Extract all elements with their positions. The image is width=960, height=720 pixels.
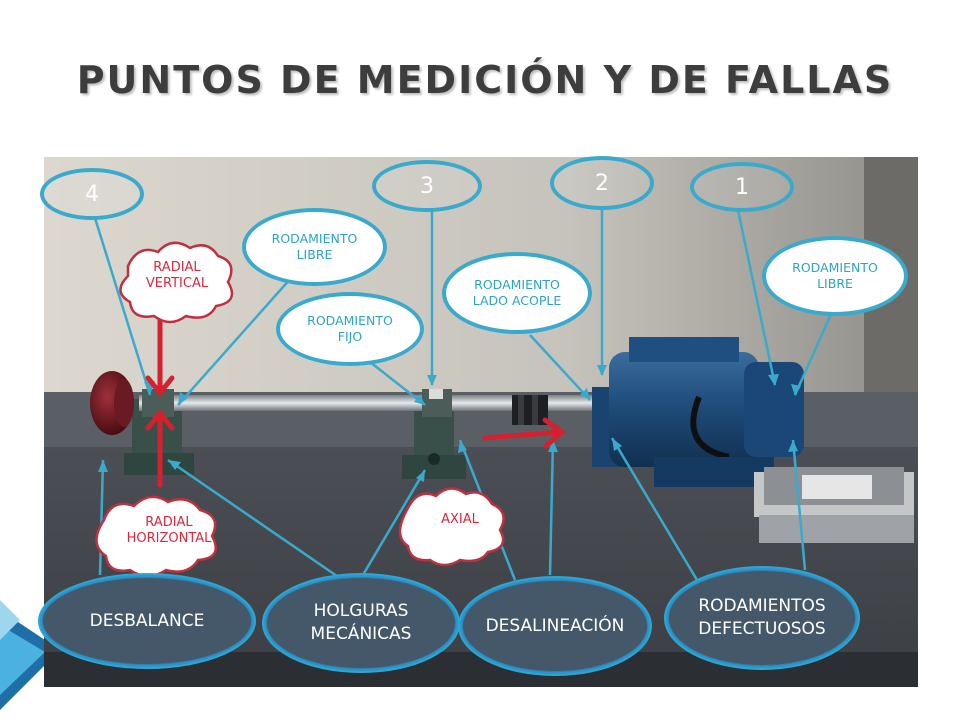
point-number: 4 [85,181,99,207]
direction-label-radial-vertical: RADIAL VERTICAL [145,260,209,291]
fault-label-text: DESALINEACIÓN [485,615,625,636]
point-number: 2 [595,170,609,196]
bearing-label-libre-right: RODAMIENTO LIBRE [762,236,908,316]
point-number: 3 [420,173,434,199]
page-title: PUNTOS DE MEDICIÓN Y DE FALLAS [76,58,894,102]
point-number: 1 [735,174,749,200]
measurement-point-4: 4 [40,168,144,220]
fault-label-desalineacion: DESALINEACIÓN [458,576,652,676]
corner-decoration [0,600,60,710]
measurement-point-1: 1 [690,162,794,212]
bearing-label-fijo: RODAMIENTO FIJO [276,292,424,366]
fault-label-text: DESBALANCE [89,610,205,631]
measurement-point-2: 2 [550,156,654,210]
direction-label-radial-horizontal: RADIAL HORIZONTAL [126,515,212,546]
bearing-label-lado-acople: RODAMIENTO LADO ACOPLE [442,252,592,334]
measurement-point-3: 3 [372,160,482,212]
direction-label-axial: AXIAL [441,512,479,528]
fault-label-text: HOLGURAS MECÁNICAS [310,601,412,644]
fault-label-rodamientos: RODAMIENTOS DEFECTUOSOS [664,566,860,670]
bearing-label-text: RODAMIENTO LIBRE [271,231,358,262]
bearing-label-text: RODAMIENTO LADO ACOPLE [472,277,562,308]
bearing-label-libre-left: RODAMIENTO LIBRE [242,208,387,286]
fault-label-desbalance: DESBALANCE [38,573,256,669]
bearing-label-text: RODAMIENTO FIJO [307,313,393,344]
bearing-label-text: RODAMIENTO LIBRE [792,260,878,291]
fault-label-text: RODAMIENTOS DEFECTUOSOS [698,596,826,639]
fault-label-holguras: HOLGURAS MECÁNICAS [262,573,460,673]
